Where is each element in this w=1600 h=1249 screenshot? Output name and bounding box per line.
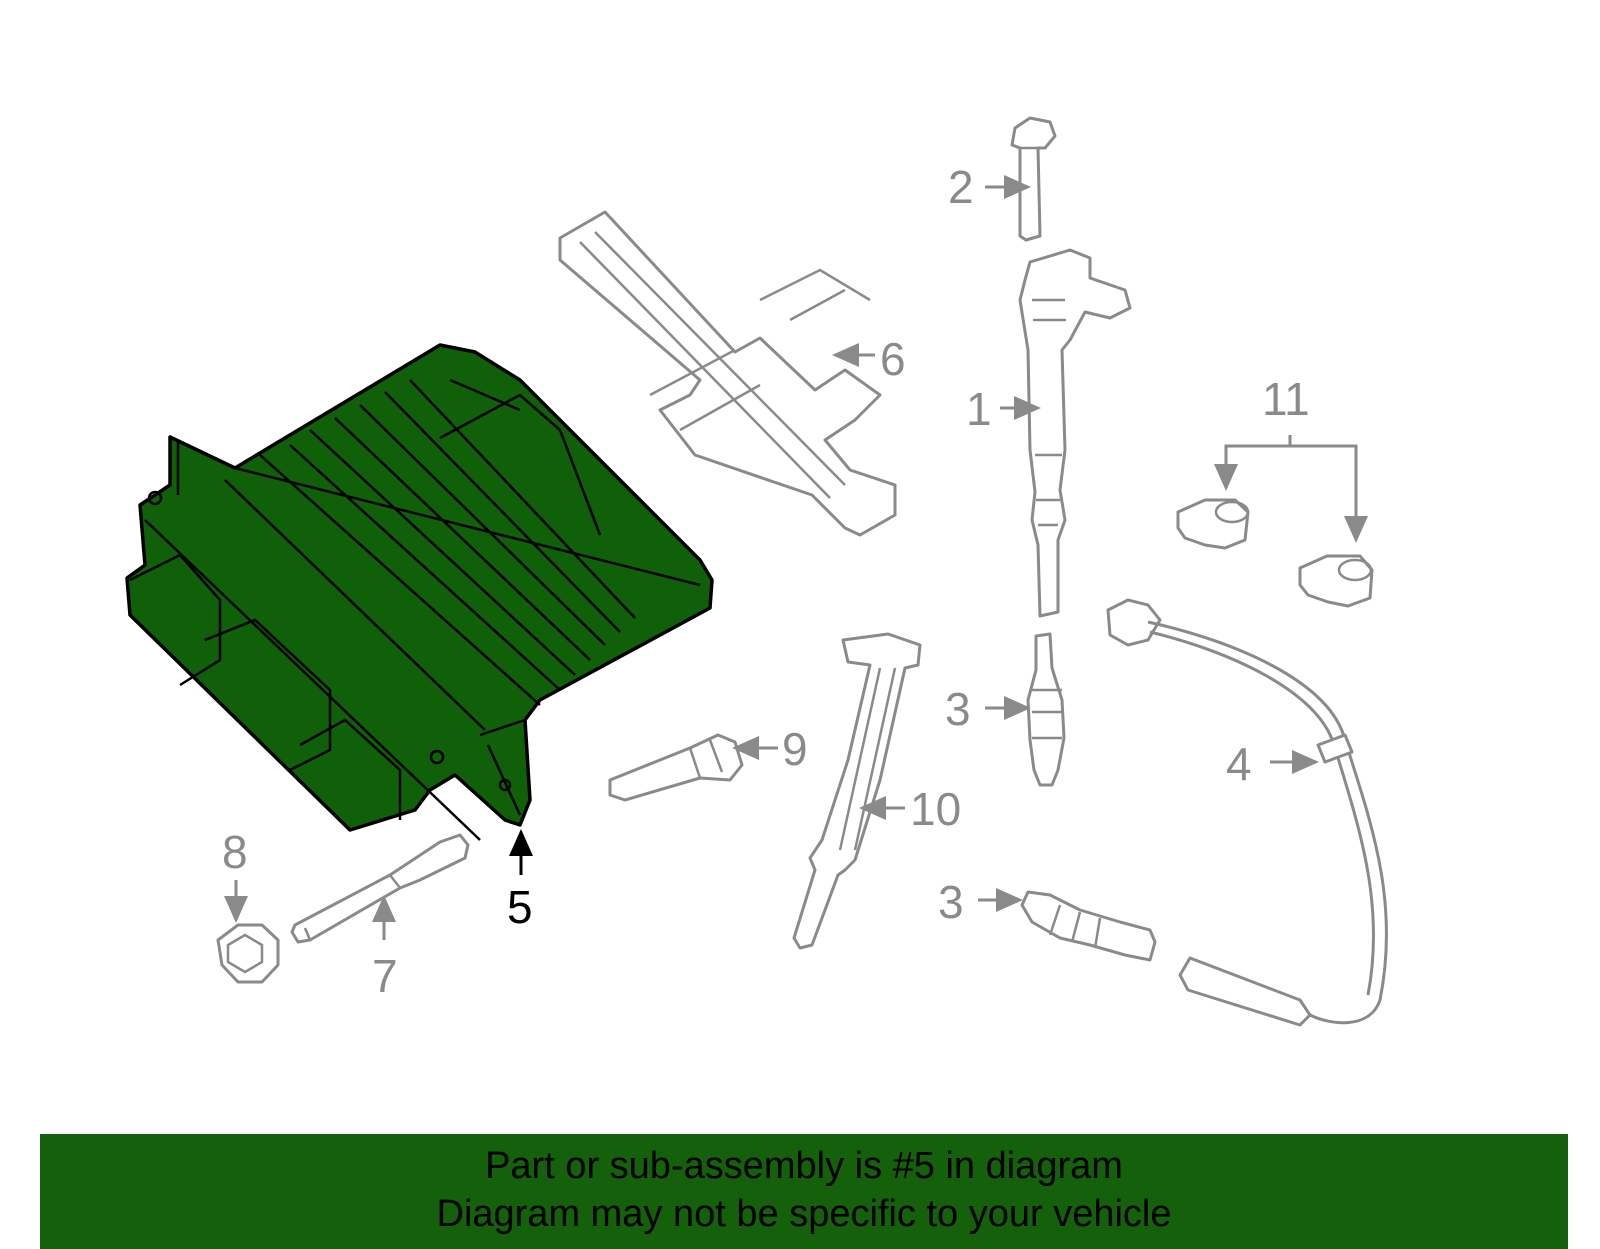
footer-line-1: Part or sub-assembly is #5 in diagram bbox=[485, 1145, 1123, 1187]
part-6-bracket[interactable] bbox=[558, 210, 897, 537]
callout-labels: 2 1 6 3 3 4 9 10 11 7 8 5 bbox=[222, 161, 1310, 1002]
footer-line-2: Diagram may not be specific to your vehi… bbox=[436, 1193, 1172, 1235]
callout-1: 1 bbox=[966, 383, 992, 435]
callout-6: 6 bbox=[880, 333, 906, 385]
callout-10: 10 bbox=[910, 783, 961, 835]
footer-banner: Part or sub-assembly is #5 in diagram Di… bbox=[40, 1134, 1568, 1249]
part-7-pin[interactable] bbox=[290, 833, 470, 944]
part-5-module[interactable] bbox=[125, 343, 714, 841]
part-4-sensor[interactable] bbox=[1106, 598, 1389, 1027]
callout-4: 4 bbox=[1226, 738, 1252, 790]
callout-7: 7 bbox=[372, 950, 398, 1002]
part-9-sensor[interactable] bbox=[608, 733, 744, 802]
part-8-nut[interactable] bbox=[216, 923, 280, 984]
leader-lines bbox=[224, 175, 1368, 940]
callout-5: 5 bbox=[507, 881, 533, 933]
part-3-lower-plug[interactable] bbox=[1020, 890, 1157, 962]
part-11-clips[interactable] bbox=[1176, 498, 1374, 608]
callout-3-lower: 3 bbox=[938, 876, 964, 928]
callout-11: 11 bbox=[1262, 373, 1310, 425]
part-3-upper-plug[interactable] bbox=[1026, 632, 1066, 787]
callout-3-upper: 3 bbox=[945, 683, 971, 735]
callout-8: 8 bbox=[222, 826, 248, 878]
callout-9: 9 bbox=[782, 723, 808, 775]
part-10-rod[interactable] bbox=[792, 632, 922, 950]
part-2-bolt[interactable] bbox=[1010, 116, 1057, 242]
part-1-coil[interactable] bbox=[1018, 248, 1132, 618]
callout-2: 2 bbox=[948, 161, 974, 213]
